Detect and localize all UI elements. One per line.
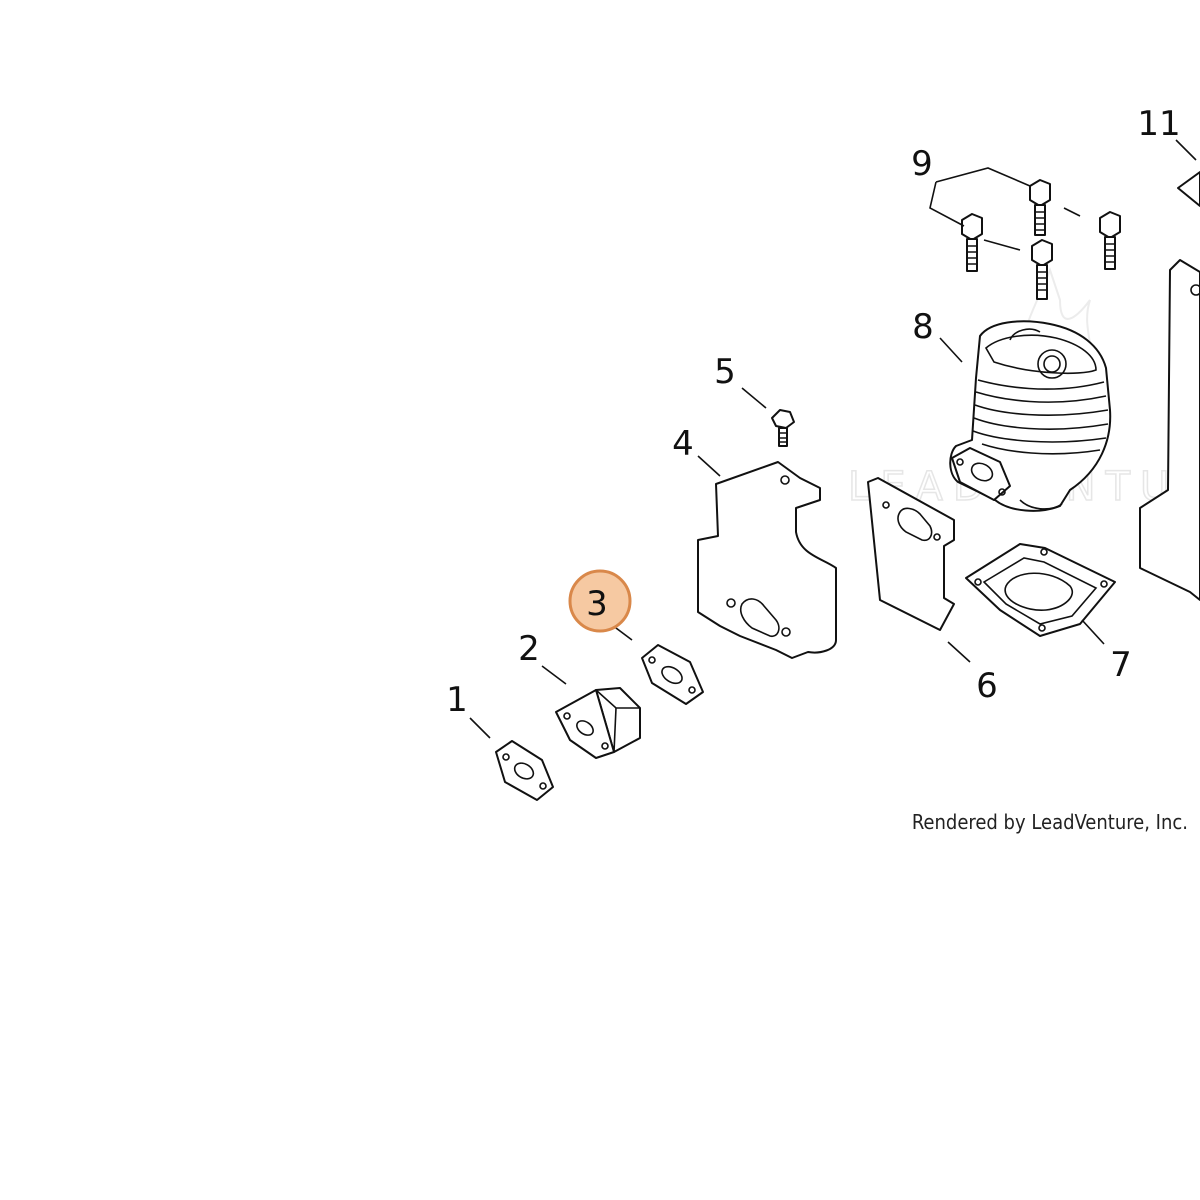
leader-7 — [1081, 619, 1105, 645]
part-9-bolts[interactable] — [961, 179, 1121, 300]
leader-11 — [1175, 139, 1197, 161]
part-3-gasket[interactable] — [641, 644, 704, 705]
part-2-insulator[interactable] — [555, 687, 641, 759]
callout-7[interactable]: 7 — [1110, 645, 1132, 685]
bolt-a[interactable] — [1029, 179, 1051, 236]
part-11-fragment[interactable] — [1139, 171, 1200, 601]
part-5-bolt[interactable] — [771, 409, 795, 447]
callout-4[interactable]: 4 — [672, 424, 694, 464]
leader-2 — [541, 665, 567, 685]
leader-6 — [947, 641, 971, 663]
callouts: 1 2 3 4 5 6 7 8 9 11 — [446, 104, 1180, 720]
leader-5 — [741, 387, 767, 409]
leader-8 — [939, 337, 963, 363]
part-7-base-gasket[interactable] — [965, 543, 1116, 637]
part-6-gasket-plate[interactable] — [867, 477, 955, 631]
callout-3-highlight[interactable] — [568, 569, 632, 633]
bolt-b[interactable] — [1099, 211, 1121, 270]
callout-8[interactable]: 8 — [912, 307, 934, 347]
leader-4 — [697, 455, 721, 477]
callout-3[interactable]: 3 — [586, 584, 608, 624]
leader-lines — [469, 139, 1197, 739]
callout-1[interactable]: 1 — [446, 680, 468, 720]
credit-text: Rendered by LeadVenture, Inc. — [912, 810, 1188, 834]
leader-9 — [929, 167, 1081, 251]
bolt-d[interactable] — [1031, 239, 1053, 300]
callout-9[interactable]: 9 — [911, 144, 933, 184]
part-4-heat-shield[interactable] — [697, 461, 837, 659]
callout-5[interactable]: 5 — [714, 352, 736, 392]
callout-11[interactable]: 11 — [1137, 104, 1180, 144]
part-8-cylinder[interactable] — [949, 320, 1112, 512]
part-1-gasket[interactable] — [495, 740, 554, 801]
callout-6[interactable]: 6 — [976, 666, 998, 706]
callout-2[interactable]: 2 — [518, 629, 540, 669]
leader-1 — [469, 717, 491, 739]
bolt-c[interactable] — [961, 213, 983, 272]
